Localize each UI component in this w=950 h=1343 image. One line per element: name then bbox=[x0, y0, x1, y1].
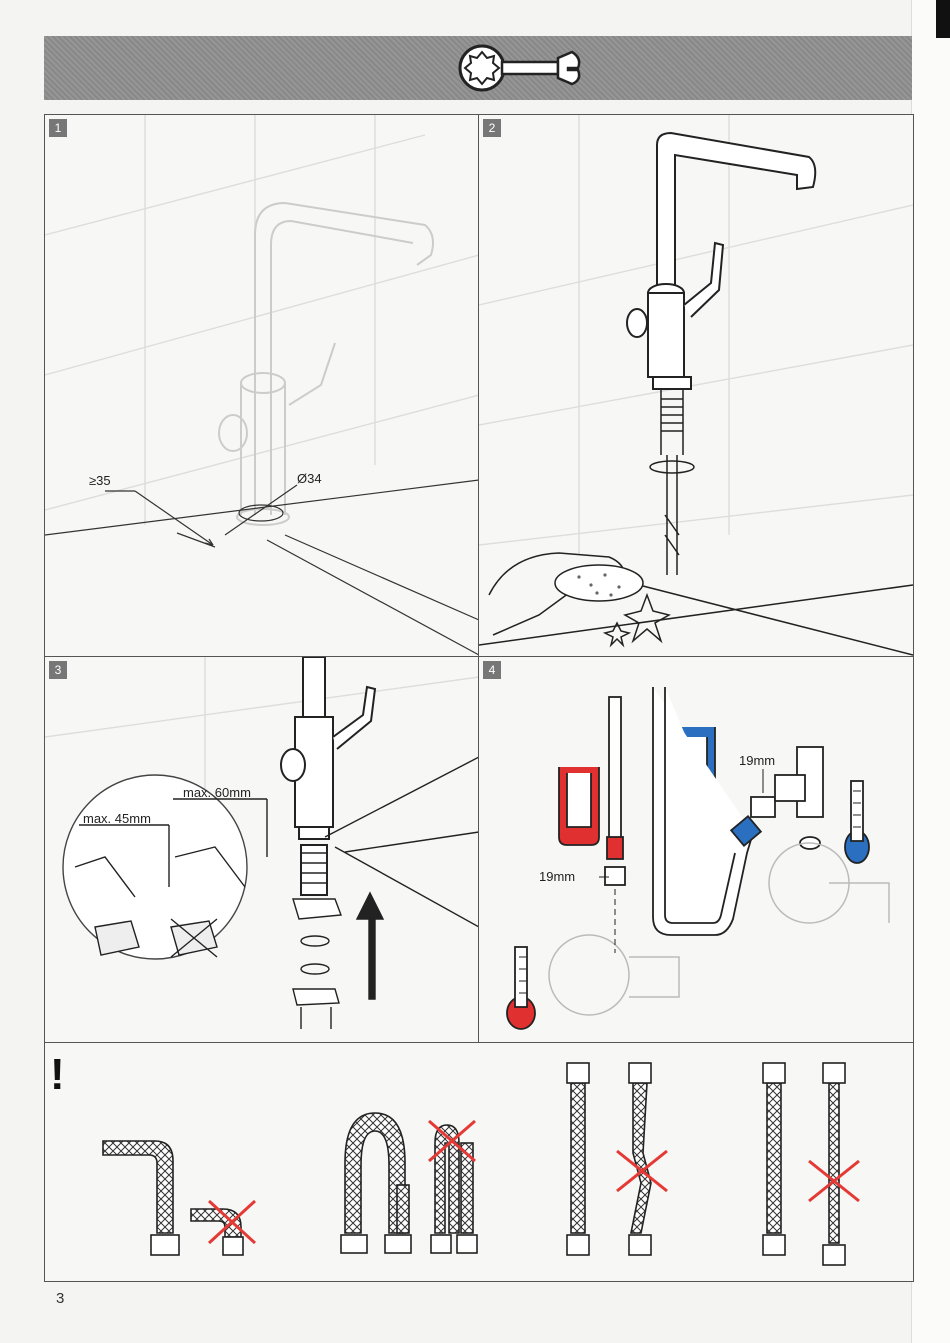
step-1-panel: 1 ≥35 Ø34 bbox=[44, 114, 480, 658]
wrench-size-label-cold: 19mm bbox=[739, 753, 775, 768]
max-thickness-label-b: max. 60mm bbox=[183, 785, 251, 800]
edge-tab bbox=[936, 0, 950, 38]
faucet-install-illustration bbox=[479, 115, 913, 657]
hose-connection-illustration bbox=[479, 657, 913, 1043]
wrench-size-label-hot: 19mm bbox=[539, 869, 575, 884]
hole-diameter-label: Ø34 bbox=[297, 471, 322, 486]
page-edge bbox=[911, 0, 950, 1343]
min-distance-label: ≥35 bbox=[89, 473, 111, 488]
max-thickness-label-a: max. 45mm bbox=[83, 811, 151, 826]
warning-symbol: ! bbox=[50, 1053, 65, 1097]
header-band bbox=[44, 36, 912, 100]
step-4-panel: 4 bbox=[478, 656, 914, 1044]
page-number: 3 bbox=[56, 1290, 64, 1307]
step-3-panel: 3 max. 4 bbox=[44, 656, 480, 1044]
hose-handling-illustration bbox=[45, 1043, 913, 1281]
faucet-outline-illustration bbox=[45, 115, 479, 657]
step-2-panel: 2 bbox=[478, 114, 914, 658]
mounting-illustration bbox=[45, 657, 479, 1043]
wrench-icon bbox=[454, 40, 584, 96]
hose-warning-panel bbox=[44, 1042, 914, 1282]
